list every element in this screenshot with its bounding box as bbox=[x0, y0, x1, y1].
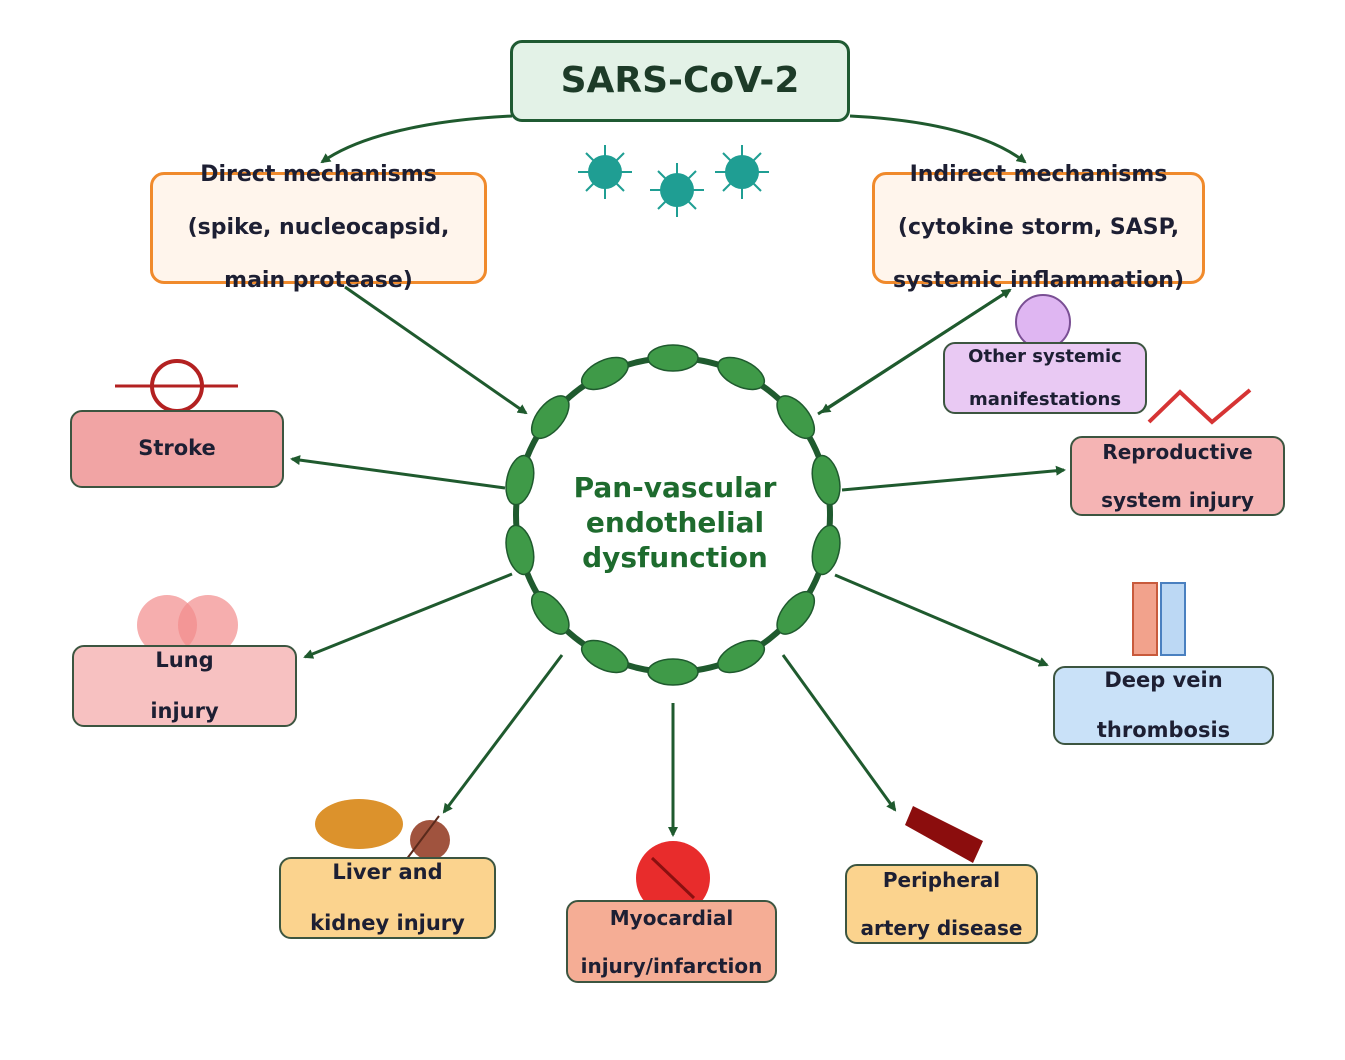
virus-icon bbox=[715, 145, 769, 199]
receptor-ellipse bbox=[530, 590, 570, 635]
receptor-ellipse bbox=[530, 395, 570, 440]
receptor-ellipse bbox=[811, 524, 841, 576]
direct-mechanisms-box: Direct mechanisms (spike, nucleocapsid, … bbox=[150, 162, 487, 293]
sars-cov-2-title: SARS-CoV-2 bbox=[510, 40, 850, 122]
arrow-to-stroke bbox=[290, 455, 506, 490]
heart-icon bbox=[636, 841, 710, 915]
lung-icon bbox=[137, 595, 238, 655]
receptor-ellipse bbox=[505, 524, 535, 576]
center-line-1: Pan-vascular bbox=[573, 471, 777, 504]
receptor-ellipse bbox=[580, 639, 629, 674]
receptor-ellipse bbox=[717, 639, 766, 674]
liver-line-1: Liver and bbox=[332, 860, 443, 885]
repro-line-2: system injury bbox=[1101, 488, 1254, 512]
deep-vein-thrombosis-box: Deep vein thrombosis bbox=[1053, 666, 1274, 745]
liver-kidney-injury-box: Liver and kidney injury bbox=[279, 857, 496, 939]
center-line-3: dysfunction bbox=[582, 541, 768, 574]
lung-line-2: injury bbox=[150, 698, 219, 723]
arrow-to-peripheral bbox=[781, 654, 897, 812]
receptor-ellipse bbox=[505, 454, 535, 506]
myo-line-1: Myocardial bbox=[609, 905, 734, 930]
reproductive-injury-box: Reproductive system injury bbox=[1070, 436, 1285, 516]
center-line-2: endothelial bbox=[585, 506, 765, 539]
other-line-2: manifestations bbox=[968, 388, 1122, 410]
repro-line-1: Reproductive bbox=[1102, 440, 1253, 464]
receptor-ellipse bbox=[811, 454, 841, 506]
title-text: SARS-CoV-2 bbox=[560, 60, 800, 102]
arrow-indirect-to-center bbox=[820, 288, 1011, 414]
indirect-line-3: systemic inflammation) bbox=[892, 267, 1185, 293]
peripheral-artery-disease-box: Peripheral artery disease bbox=[845, 864, 1038, 944]
arrow-title-to-direct bbox=[320, 114, 513, 164]
artery-icon bbox=[905, 806, 983, 863]
reproductive-icon bbox=[1147, 388, 1252, 425]
receptor-ellipse bbox=[580, 356, 629, 391]
direct-line-1: Direct mechanisms bbox=[200, 162, 437, 188]
virus-icon bbox=[650, 163, 704, 217]
receptor-group bbox=[505, 344, 841, 686]
direct-line-2: (spike, nucleocapsid, bbox=[187, 214, 450, 240]
myocardial-injury-box: Myocardial injury/infarction bbox=[566, 900, 777, 983]
pad-line-2: artery disease bbox=[860, 916, 1023, 940]
indirect-mechanisms-box: Indirect mechanisms (cytokine storm, SAS… bbox=[872, 162, 1205, 293]
arrow-to-lung bbox=[303, 572, 513, 659]
dvt-line-1: Deep vein bbox=[1104, 667, 1223, 692]
dvt-line-2: thrombosis bbox=[1096, 718, 1231, 743]
pad-line-1: Peripheral bbox=[882, 868, 1001, 892]
receptor-ellipse bbox=[647, 658, 699, 686]
arrow-to-liver bbox=[442, 654, 564, 814]
other-line-1: Other systemic bbox=[968, 345, 1122, 367]
stroke-icon bbox=[115, 359, 238, 413]
vein-icon bbox=[1132, 582, 1186, 656]
receptor-ellipse bbox=[776, 395, 816, 440]
myo-line-2: injury/infarction bbox=[580, 953, 763, 978]
arrow-to-dvt bbox=[834, 573, 1049, 667]
stroke-label: Stroke bbox=[138, 436, 216, 461]
arrow-direct-to-center bbox=[344, 285, 528, 415]
receptor-ellipse bbox=[717, 356, 766, 391]
liver-line-2: kidney injury bbox=[310, 910, 465, 935]
virus-icon bbox=[578, 145, 632, 199]
receptor-ellipse bbox=[776, 590, 816, 635]
indirect-line-2: (cytokine storm, SASP, bbox=[897, 214, 1180, 240]
direct-line-3: main protease) bbox=[224, 267, 413, 293]
other-systemic-box: Other systemic manifestations bbox=[943, 342, 1147, 414]
receptor-ellipse bbox=[647, 344, 699, 372]
arrow-to-reproductive bbox=[841, 465, 1066, 492]
arrow-title-to-indirect bbox=[849, 114, 1027, 164]
lung-injury-box: Lung injury bbox=[72, 645, 297, 727]
stroke-box: Stroke bbox=[70, 410, 284, 488]
indirect-line-1: Indirect mechanisms bbox=[909, 162, 1168, 188]
liver-kidney-icon bbox=[315, 799, 450, 865]
center-label: Pan-vascular endothelial dysfunction bbox=[560, 470, 790, 575]
lung-line-1: Lung bbox=[155, 648, 214, 673]
virus-icons bbox=[578, 145, 769, 217]
